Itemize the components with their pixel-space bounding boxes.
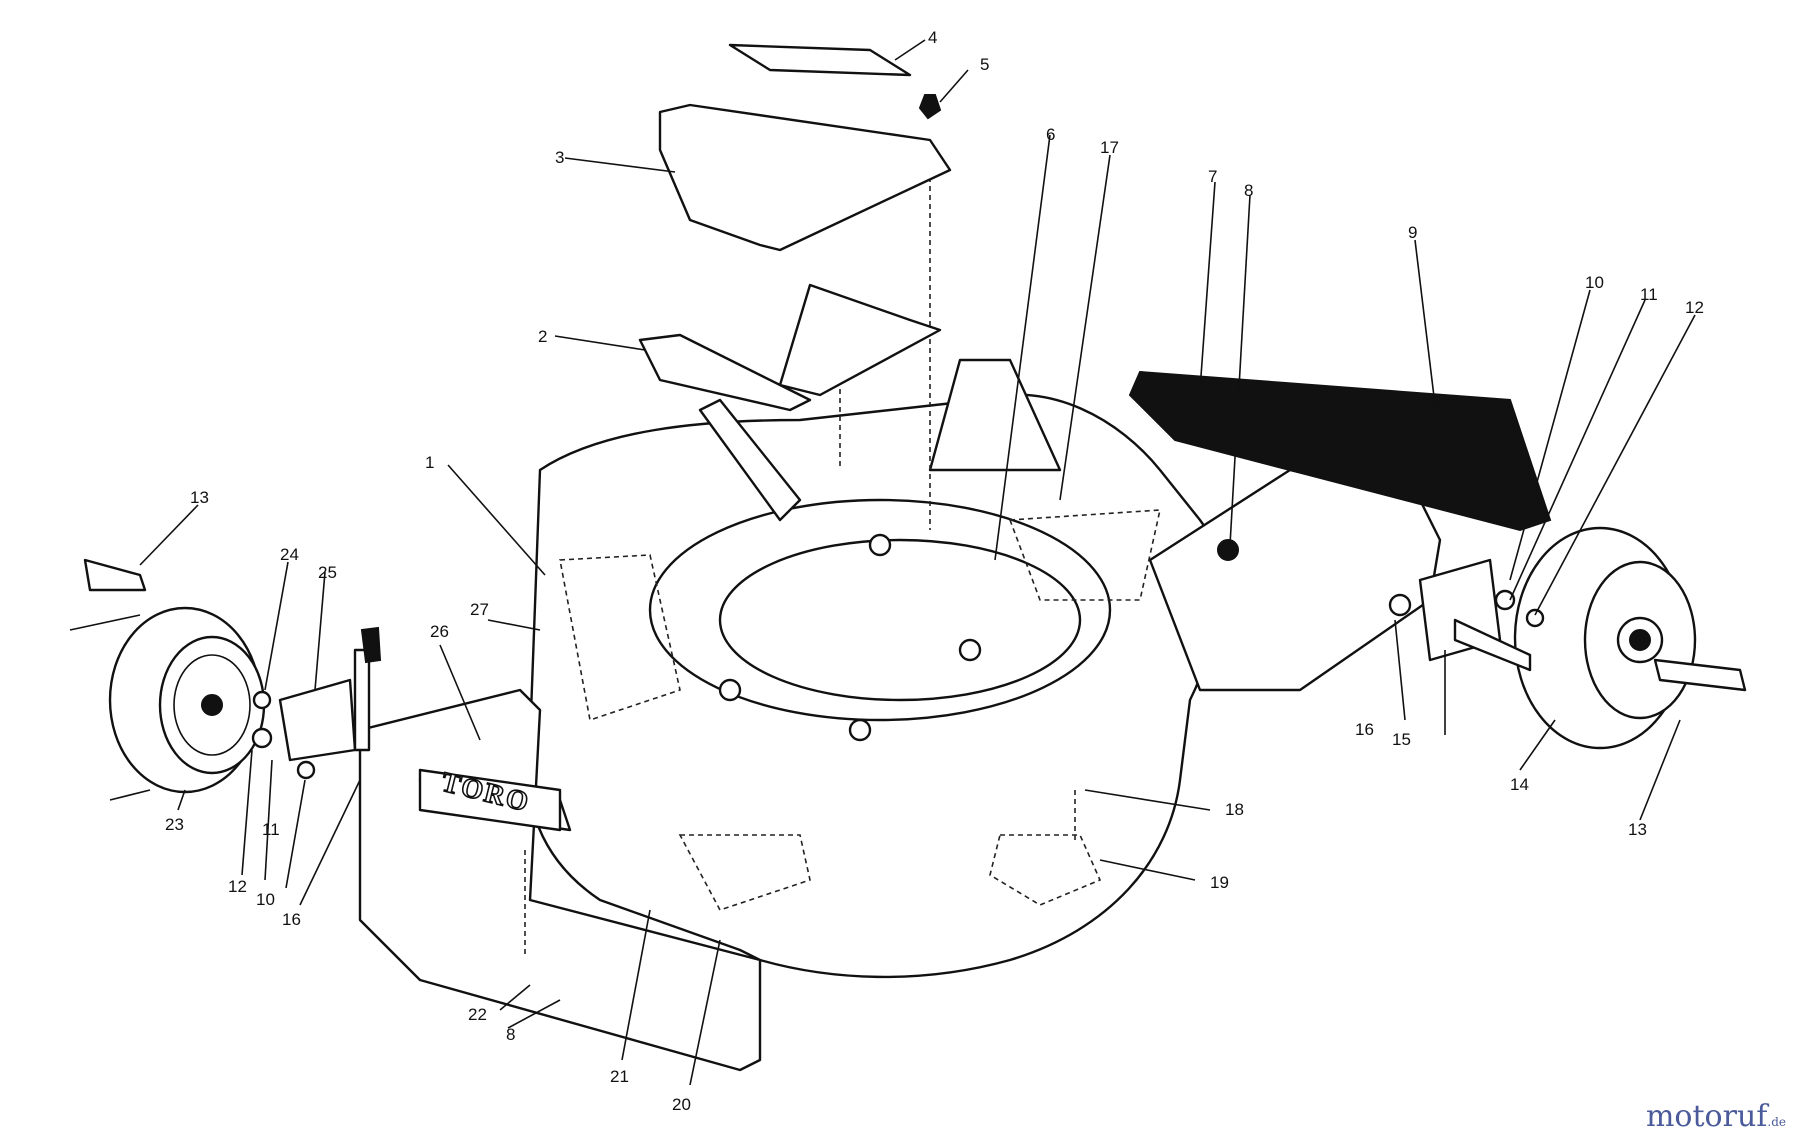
callout-numbers: 1 2 3 4 5 6 17 7 8 9 10 11 12 13 14 15 1… [165,28,1704,1114]
callout-10: 10 [1585,273,1604,292]
callout-26: 26 [430,622,449,641]
callout-20: 20 [672,1095,691,1114]
callout-17: 17 [1100,138,1119,157]
callout-14: 14 [1510,775,1529,794]
callout-9: 9 [1408,223,1417,242]
callout-13-right: 13 [1628,820,1647,839]
callout-27: 27 [470,600,489,619]
callout-21: 21 [610,1067,629,1086]
callout-10-left: 10 [256,890,275,909]
left-wheel-bracket [251,626,382,780]
callout-19: 19 [1210,873,1229,892]
callout-25: 25 [318,563,337,582]
callout-12-left: 12 [228,877,247,896]
callout-18: 18 [1225,800,1244,819]
watermark-tld: .de [1767,1115,1786,1129]
mower-deck: TORO [358,150,1442,1072]
callout-11-left: 11 [262,820,280,839]
callout-8: 8 [1244,181,1253,200]
callout-22: 22 [468,1005,487,1024]
callout-15: 15 [1392,730,1411,749]
watermark: motoruf.de [1646,1099,1786,1134]
discharge-parts [638,43,952,412]
callout-11: 11 [1640,285,1658,304]
part-8-nut [1217,539,1239,561]
callout-1: 1 [425,453,434,472]
part-9-block [1426,398,1457,438]
callout-13: 13 [190,488,209,507]
callout-12: 12 [1685,298,1704,317]
callout-16: 16 [1355,720,1374,739]
left-front-wheel [69,558,266,801]
callout-3: 3 [555,148,564,167]
callout-23: 23 [165,815,184,834]
callout-16-left: 16 [282,910,301,929]
callout-4: 4 [928,28,937,47]
callout-2: 2 [538,327,547,346]
right-rear-wheel [1513,526,1747,750]
callout-8-lower: 8 [506,1025,515,1044]
callout-5: 5 [980,55,989,74]
right-wheel-bracket [1388,558,1545,672]
callout-24: 24 [280,545,299,564]
callout-6: 6 [1046,125,1055,144]
watermark-name: motoruf [1645,1099,1768,1134]
callout-7: 7 [1208,167,1217,186]
leader-lines [139,39,1696,1086]
